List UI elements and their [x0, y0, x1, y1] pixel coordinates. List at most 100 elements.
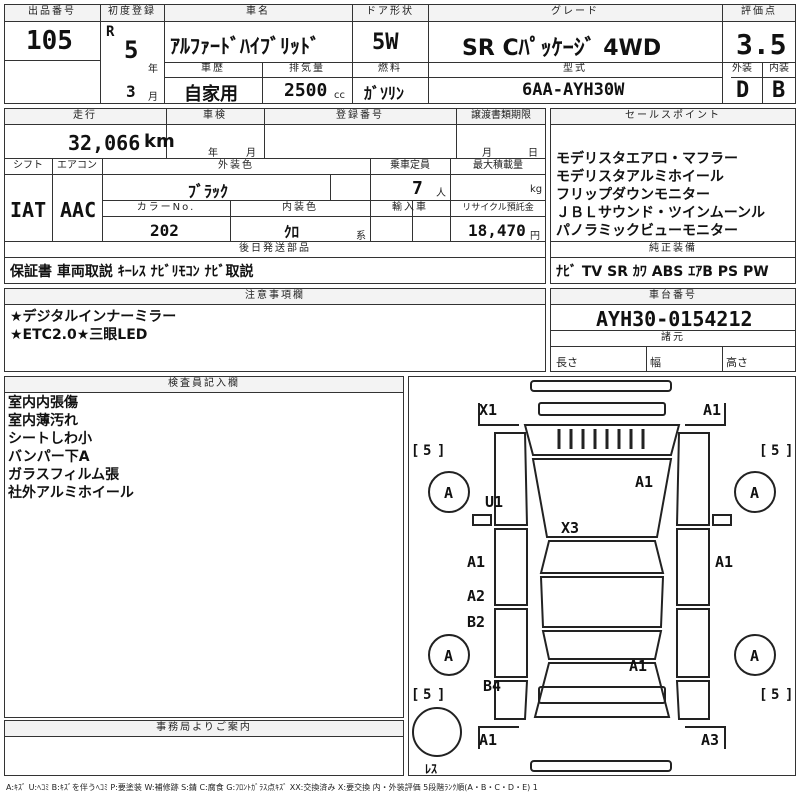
- transfer-month-unit: 月: [482, 148, 492, 159]
- later-label: 後日発送部品: [239, 243, 311, 254]
- lot-number: 105: [26, 26, 73, 56]
- notes-section: [4, 288, 546, 372]
- notes-lines: ★デジタルインナーミラー ★ETC2.0★三眼LED: [10, 308, 176, 344]
- displacement-unit: cc: [334, 90, 345, 101]
- transfer-label: 譲渡書類期限: [471, 110, 531, 121]
- regno-label: 登録番号: [336, 110, 384, 121]
- inspector-line: ガラスフィルム張: [8, 467, 120, 483]
- mark-a1-trunk: A1: [629, 657, 647, 675]
- ac-label: エアコン: [57, 160, 97, 171]
- sales-point: フリップダウンモニター: [556, 187, 710, 203]
- notes-label: 注意事項欄: [245, 290, 305, 301]
- svg-text:]: ]: [437, 443, 445, 459]
- chassis-label: 車台番号: [649, 290, 697, 301]
- svg-text:[: [: [759, 443, 767, 459]
- inspector-line: バンパー下A: [8, 449, 90, 465]
- capacity-label: 乗車定員: [390, 160, 430, 171]
- era: R: [106, 24, 115, 40]
- mark-u1: U1: [485, 493, 503, 511]
- inspection-label: 車検: [203, 110, 227, 121]
- shift: IAT: [10, 198, 47, 222]
- carname-label: 車名: [246, 6, 270, 17]
- grade-label: グレード: [551, 6, 599, 17]
- mark-x1: X1: [479, 401, 497, 419]
- tread-fl: 5: [423, 443, 431, 459]
- int-label: 内装: [769, 63, 789, 74]
- car-diagram-svg: X1 A1 U1 A1 X3 A1 A1 A2 B2 A1 B4 A1 A3 A…: [411, 380, 793, 775]
- mark-a1-ld: A1: [467, 553, 485, 571]
- mark-b2: B2: [467, 613, 485, 631]
- svg-text:]: ]: [437, 687, 445, 703]
- tire-rl: A: [444, 647, 453, 665]
- tread-rl: 5: [423, 687, 431, 703]
- spare-label: ﾚｽ: [425, 762, 437, 775]
- import-label: 輸入車: [392, 202, 428, 213]
- displacement-label: 排気量: [289, 63, 325, 74]
- top-section: [4, 4, 796, 104]
- mark-a1-rd: A1: [715, 553, 733, 571]
- fuel: ｶﾞｿﾘﾝ: [364, 84, 405, 103]
- legend: A:ｷｽﾞ U:ﾍｺﾐ B:ｷｽﾞを伴うﾍｺﾐ P:要塗装 W:補修跡 S:錆 …: [6, 783, 538, 792]
- score-label: 評価点: [741, 6, 777, 17]
- door: 5W: [372, 30, 399, 55]
- inspector-line: 室内内張傷: [8, 395, 78, 411]
- capacity-unit: 人: [436, 188, 446, 199]
- first-reg-year: 5: [124, 36, 139, 64]
- capacity: 7: [412, 178, 423, 199]
- inspector-section: [4, 376, 404, 718]
- ext-label: 外装: [732, 63, 752, 74]
- spec-label: 諸元: [661, 332, 685, 343]
- ext-grade: D: [736, 78, 750, 103]
- lot-label: 出品番号: [28, 6, 76, 17]
- colorno-label: カラーNo.: [136, 202, 196, 213]
- equip: ﾅﾋﾞ TV SR ｶﾜ ABS ｴｱB PS PW: [556, 264, 769, 280]
- intcolor-unit: 系: [356, 231, 366, 242]
- svg-text:[: [: [411, 443, 419, 459]
- office-label: 事務局よりご案内: [156, 722, 252, 733]
- ac: AAC: [60, 198, 97, 222]
- height-label: 高さ: [726, 356, 748, 369]
- score: 3.5: [736, 28, 787, 61]
- carname: ｱﾙﾌｧｰﾄﾞﾊｲﾌﾞﾘｯﾄﾞ: [170, 34, 320, 58]
- note-line: ★ETC2.0★三眼LED: [10, 327, 148, 343]
- mileage-unit: km: [144, 131, 175, 152]
- svg-text:]: ]: [785, 687, 793, 703]
- mileage-label: 走行: [73, 110, 97, 121]
- note-line: ★デジタルインナーミラー: [10, 309, 177, 325]
- inspector-line: シートしわ小: [8, 431, 92, 447]
- model-label: 型式: [563, 63, 587, 74]
- intcolor: ｸﾛ: [284, 223, 300, 241]
- first-reg-label: 初度登録: [108, 6, 156, 17]
- mark-a2: A2: [467, 587, 485, 605]
- mileage: 32,066: [68, 131, 141, 155]
- length-label: 長さ: [556, 356, 578, 369]
- displacement: 2500: [284, 80, 328, 101]
- mark-a3: A3: [701, 731, 719, 749]
- month-suffix: 月: [148, 92, 158, 103]
- mark-a1-hood: A1: [635, 473, 653, 491]
- svg-text:]: ]: [785, 443, 793, 459]
- sales-label: セールスポイント: [625, 110, 721, 121]
- tire-rr: A: [750, 647, 759, 665]
- color: ﾌﾞﾗｯｸ: [188, 182, 229, 201]
- later-parts: 保証書 車両取説 ｷｰﾚｽ ﾅﾋﾞﾘﾓｺﾝ ﾅﾋﾞ取説: [10, 264, 254, 280]
- mid-section: [4, 108, 546, 284]
- color-label: 外装色: [218, 160, 254, 171]
- sales-point: ＪＢＬサウンド・ツインムーンル: [556, 205, 766, 221]
- mark-b4: B4: [483, 677, 501, 695]
- colorno: 202: [150, 221, 179, 240]
- history: 自家用: [184, 84, 238, 105]
- fuel-label: 燃料: [378, 63, 402, 74]
- inspector-line: 室内薄汚れ: [8, 413, 78, 429]
- inspector-line: 社外アルミホイール: [8, 485, 134, 501]
- recycle: 18,470: [468, 221, 526, 240]
- equip-label: 純正装備: [649, 243, 697, 254]
- recycle-label: リサイクル預託金: [462, 203, 534, 213]
- svg-text:[: [: [411, 687, 419, 703]
- car-diagram: X1 A1 U1 A1 X3 A1 A1 A2 B2 A1 B4 A1 A3 A…: [408, 376, 796, 776]
- width-label: 幅: [650, 356, 661, 369]
- sales-section: [550, 108, 796, 284]
- office-section: [4, 720, 404, 776]
- sales-points: モデリスタエアロ・マフラー モデリスタアルミホイール フリップダウンモニター Ｊ…: [556, 150, 765, 240]
- shift-label: シフト: [13, 160, 43, 171]
